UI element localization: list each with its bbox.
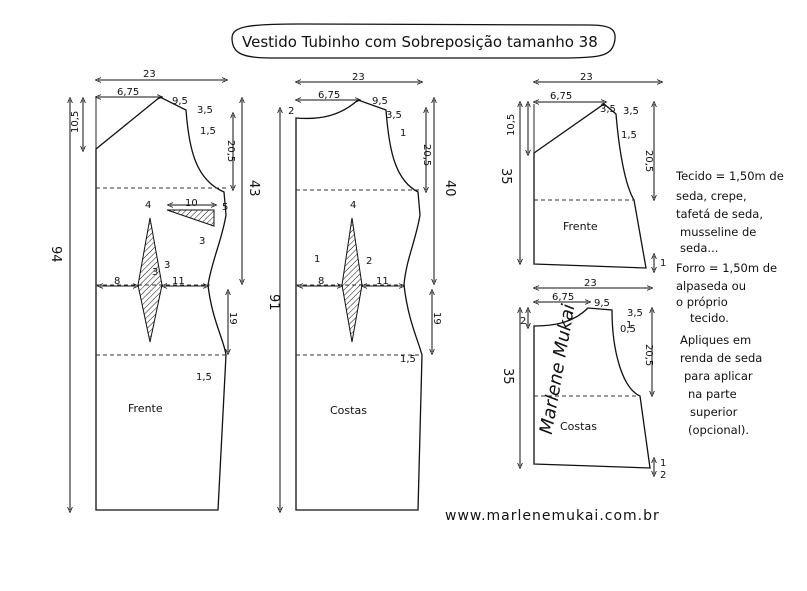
sobre-costas-v205: 20,5 — [643, 344, 654, 366]
note-forro-4: tecido. — [690, 311, 729, 325]
costas-dart-w: 8 — [318, 276, 324, 287]
frente-n3: 3 — [152, 267, 158, 278]
piece-sobre-costas: 23 6,75 9,5 3,5 1 2 0,5 20,5 35 1 2 Cost… — [500, 278, 666, 481]
sobre-frente-neck: 6,75 — [550, 91, 572, 102]
note-apliques-2: renda de seda — [680, 351, 762, 365]
costas-label: Costas — [330, 404, 367, 417]
costas-v1: 1 — [400, 128, 406, 139]
note-tecido-1: Tecido = 1,50m de — [675, 169, 784, 183]
frente-h43: 43 — [246, 180, 261, 197]
signature: Marlene Mukai — [536, 303, 580, 436]
costas-d2: 2 — [366, 256, 372, 267]
sobre-costas-v1: 1 — [626, 320, 632, 331]
sobre-frente-v35: 3,5 — [623, 106, 639, 117]
piece-costas: 23 6,75 9,5 3,5 1 2 20,5 40 91 19 8 11 1… — [266, 72, 457, 510]
costas-dart-w2: 11 — [376, 276, 389, 287]
note-forro-1: Forro = 1,50m de — [676, 261, 777, 275]
costas-h91: 91 — [266, 294, 281, 311]
frente-outline — [95, 96, 227, 511]
frente-neck: 6,75 — [117, 87, 139, 98]
sobre-frente-h35: 35 — [498, 168, 513, 185]
frente-n15b: 1,5 — [196, 372, 212, 383]
sobre-costas-neck: 6,75 — [552, 292, 574, 303]
sobre-costas-h35: 35 — [500, 368, 515, 385]
piece-frente: 23 6,75 9,5 3,5 1,5 10,5 20,5 43 94 19 8… — [48, 69, 261, 510]
frente-dart-w: 8 — [114, 276, 120, 287]
frente-waist-dart — [137, 217, 163, 343]
costas-n15b: 1,5 — [400, 354, 416, 365]
costas-waist-dart — [341, 217, 363, 343]
frente-label: Frente — [128, 402, 163, 415]
costas-neck: 6,75 — [318, 90, 340, 101]
note-apliques-6: (opcional). — [688, 423, 749, 437]
frente-v105: 10,5 — [70, 111, 81, 133]
frente-width: 23 — [143, 69, 156, 80]
note-apliques-5: superior — [690, 405, 738, 419]
costas-outline — [295, 99, 423, 511]
title-banner: Vestido Tubinho com Sobreposição tamanho… — [231, 23, 616, 59]
sobre-frente-outline — [533, 103, 647, 269]
sobre-costas-width: 23 — [584, 278, 597, 289]
sobre-costas-b2: 2 — [660, 470, 666, 481]
sobre-frente-v15: 1,5 — [621, 130, 637, 141]
note-forro-3: o próprio — [676, 295, 728, 309]
frente-v15: 1,5 — [200, 126, 216, 137]
sobre-costas-v2: 2 — [520, 316, 526, 327]
sobre-frente-label: Frente — [563, 220, 598, 233]
sobre-frente-b1: 1 — [660, 258, 666, 269]
note-forro-2: alpaseda ou — [676, 279, 746, 293]
frente-h19: 19 — [227, 312, 238, 325]
costas-v35: 3,5 — [386, 110, 402, 121]
sobre-costas-label: Costas — [560, 420, 597, 433]
frente-side-dart — [166, 209, 215, 227]
costas-shoulder: 9,5 — [372, 96, 388, 107]
frente-side-dart-len: 10 — [185, 198, 198, 209]
sobre-frente-v205: 20,5 — [643, 150, 654, 172]
sobre-costas-v35: 3,5 — [627, 308, 643, 319]
notes-block: Tecido = 1,50m de seda, crepe, tafetá de… — [675, 169, 784, 437]
sobre-frente-shoulder: 3,5 — [600, 104, 616, 115]
note-tecido-5: seda... — [680, 241, 718, 255]
note-tecido-2: seda, crepe, — [676, 189, 747, 203]
sobre-costas-shoulder: 9,5 — [594, 298, 610, 309]
costas-h19: 19 — [431, 312, 442, 325]
sobre-costas-b1: 1 — [660, 458, 666, 469]
costas-n4: 4 — [350, 200, 356, 211]
frente-h94: 94 — [48, 246, 63, 263]
sobre-costas-v05: 0,5 — [620, 324, 636, 335]
website-url: www.marlenemukai.com.br — [445, 508, 660, 524]
frente-dart-w2: 11 — [172, 276, 185, 287]
page-title: Vestido Tubinho com Sobreposição tamanho… — [242, 33, 598, 51]
sobre-costas-outline — [533, 307, 651, 469]
frente-v205: 20,5 — [225, 140, 236, 162]
costas-v2: 2 — [288, 106, 294, 117]
note-apliques-4: na parte — [688, 387, 737, 401]
frente-side-dart-b: 3 — [199, 236, 205, 247]
frente-v35: 3,5 — [197, 105, 213, 116]
frente-dart-h: 3 — [164, 260, 170, 271]
frente-shoulder: 9,5 — [172, 96, 188, 107]
costas-h40: 40 — [442, 180, 457, 197]
costas-v205: 20,5 — [421, 144, 432, 166]
frente-n4: 4 — [145, 200, 151, 211]
note-apliques-3: para aplicar — [684, 369, 753, 383]
costas-d1: 1 — [314, 254, 320, 265]
sobre-frente-width: 23 — [580, 72, 593, 83]
note-tecido-4: musseline de — [680, 225, 756, 239]
sobre-frente-v105: 10,5 — [506, 114, 517, 136]
note-apliques-1: Apliques em — [680, 333, 751, 347]
frente-side-dart-w: 5 — [222, 202, 228, 213]
note-tecido-3: tafetá de seda, — [676, 207, 763, 221]
costas-width: 23 — [352, 72, 365, 83]
piece-sobre-frente: 23 6,75 3,5 3,5 1,5 10,5 20,5 35 1 Frent… — [498, 72, 666, 270]
